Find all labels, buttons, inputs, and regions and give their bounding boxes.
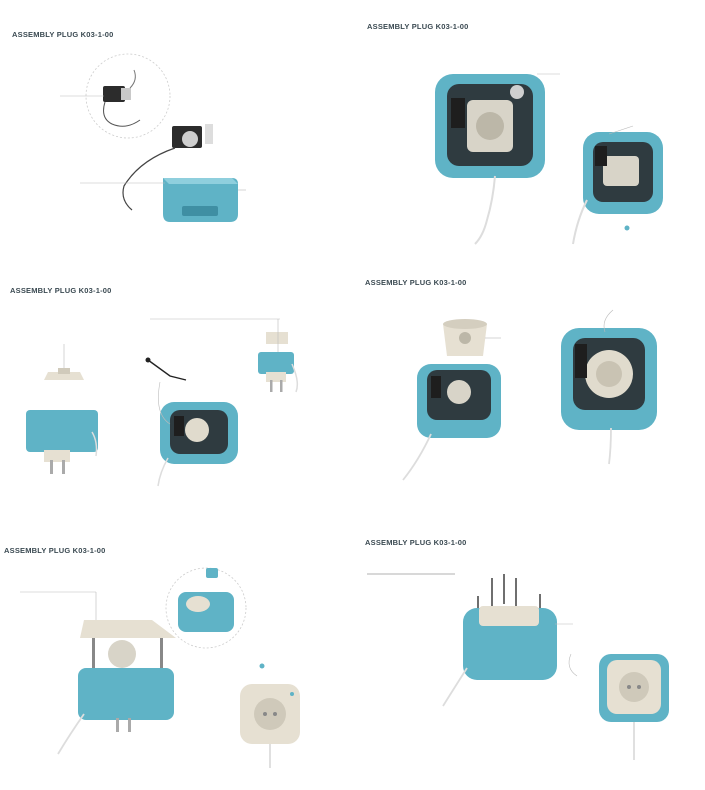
- line-leader: [608, 125, 634, 135]
- page-4-illustration: [402, 309, 657, 481]
- page-title: ASSEMBLY PLUG K03-1-00: [365, 278, 467, 287]
- detail-circle: [165, 567, 247, 649]
- manual-page-4: ASSEMBLY PLUG K03-1-00: [355, 264, 705, 526]
- line-leader: [568, 653, 578, 677]
- small-socket-housing: [572, 132, 663, 245]
- detail-circle: [85, 53, 171, 139]
- open-housing-with-insert: [157, 402, 238, 487]
- top-cap-piece: [44, 368, 84, 380]
- socket-insert: [443, 319, 487, 356]
- line-leader: [158, 381, 171, 425]
- page-5-illustration: [20, 567, 300, 768]
- page-title: ASSEMBLY PLUG K03-1-00: [12, 30, 114, 39]
- frame-assembly: [57, 620, 176, 755]
- line-leader: [603, 309, 614, 333]
- quality-icon: [624, 225, 630, 231]
- page-title: ASSEMBLY PLUG K03-1-00: [4, 546, 106, 555]
- manual-page-6: ASSEMBLY PLUG K03-1-00: [355, 528, 705, 790]
- assembled-housing: [561, 328, 657, 465]
- page-2-illustration: [435, 73, 663, 245]
- socket-housing: [163, 178, 238, 222]
- quality-icon: [259, 663, 265, 669]
- open-housing: [402, 364, 501, 481]
- housing-with-plug: [26, 410, 98, 474]
- detail-view: [178, 568, 234, 632]
- manual-page-5: ASSEMBLY PLUG K03-1-00: [0, 528, 350, 790]
- screws: [477, 574, 541, 618]
- mounted-plug-unit: [258, 332, 299, 393]
- finished-socket-front: [599, 654, 669, 760]
- page-title: ASSEMBLY PLUG K03-1-00: [365, 538, 467, 547]
- manual-page-2: ASSEMBLY PLUG K03-1-00: [355, 0, 705, 262]
- page-6-illustration: [367, 573, 669, 760]
- plug-insert-with-cable: [122, 124, 213, 211]
- cable-tie: [145, 357, 187, 381]
- page-3-illustration: [26, 318, 299, 487]
- page-title: ASSEMBLY PLUG K03-1-00: [10, 286, 112, 295]
- indicator-icon: [290, 692, 294, 696]
- page-1-illustration: [60, 53, 246, 222]
- manual-page-3: ASSEMBLY PLUG K03-1-00: [0, 264, 350, 526]
- socket-housing: [442, 606, 557, 707]
- page-title: ASSEMBLY PLUG K03-1-00: [367, 22, 469, 31]
- large-socket-housing-open: [435, 74, 545, 245]
- wiring-detail: [103, 69, 141, 127]
- manual-page-1: ASSEMBLY PLUG K03-1-00: [0, 0, 350, 262]
- finished-socket-front: [240, 684, 300, 768]
